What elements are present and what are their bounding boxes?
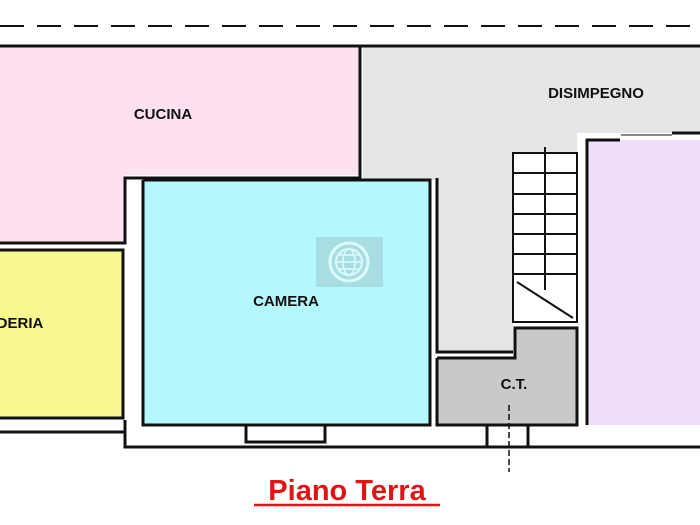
room-cucina: [0, 47, 360, 243]
globe-icon: [316, 237, 383, 287]
label-camera: CAMERA: [253, 293, 319, 310]
room-ct: [437, 328, 577, 425]
plan-title: Piano Terra: [268, 475, 426, 507]
room-disimpegno: [363, 47, 700, 352]
room-camera: [143, 180, 430, 425]
stair-steps: [513, 147, 577, 319]
room-lavanderia: [0, 250, 123, 418]
room-right: [587, 140, 700, 425]
walls: [0, 44, 700, 449]
label-disimpegno: DISIMPEGNO: [548, 85, 644, 102]
label-lavanderia: DERIA: [0, 315, 44, 332]
label-ct: C.T.: [501, 376, 528, 393]
label-cucina: CUCINA: [134, 106, 192, 123]
